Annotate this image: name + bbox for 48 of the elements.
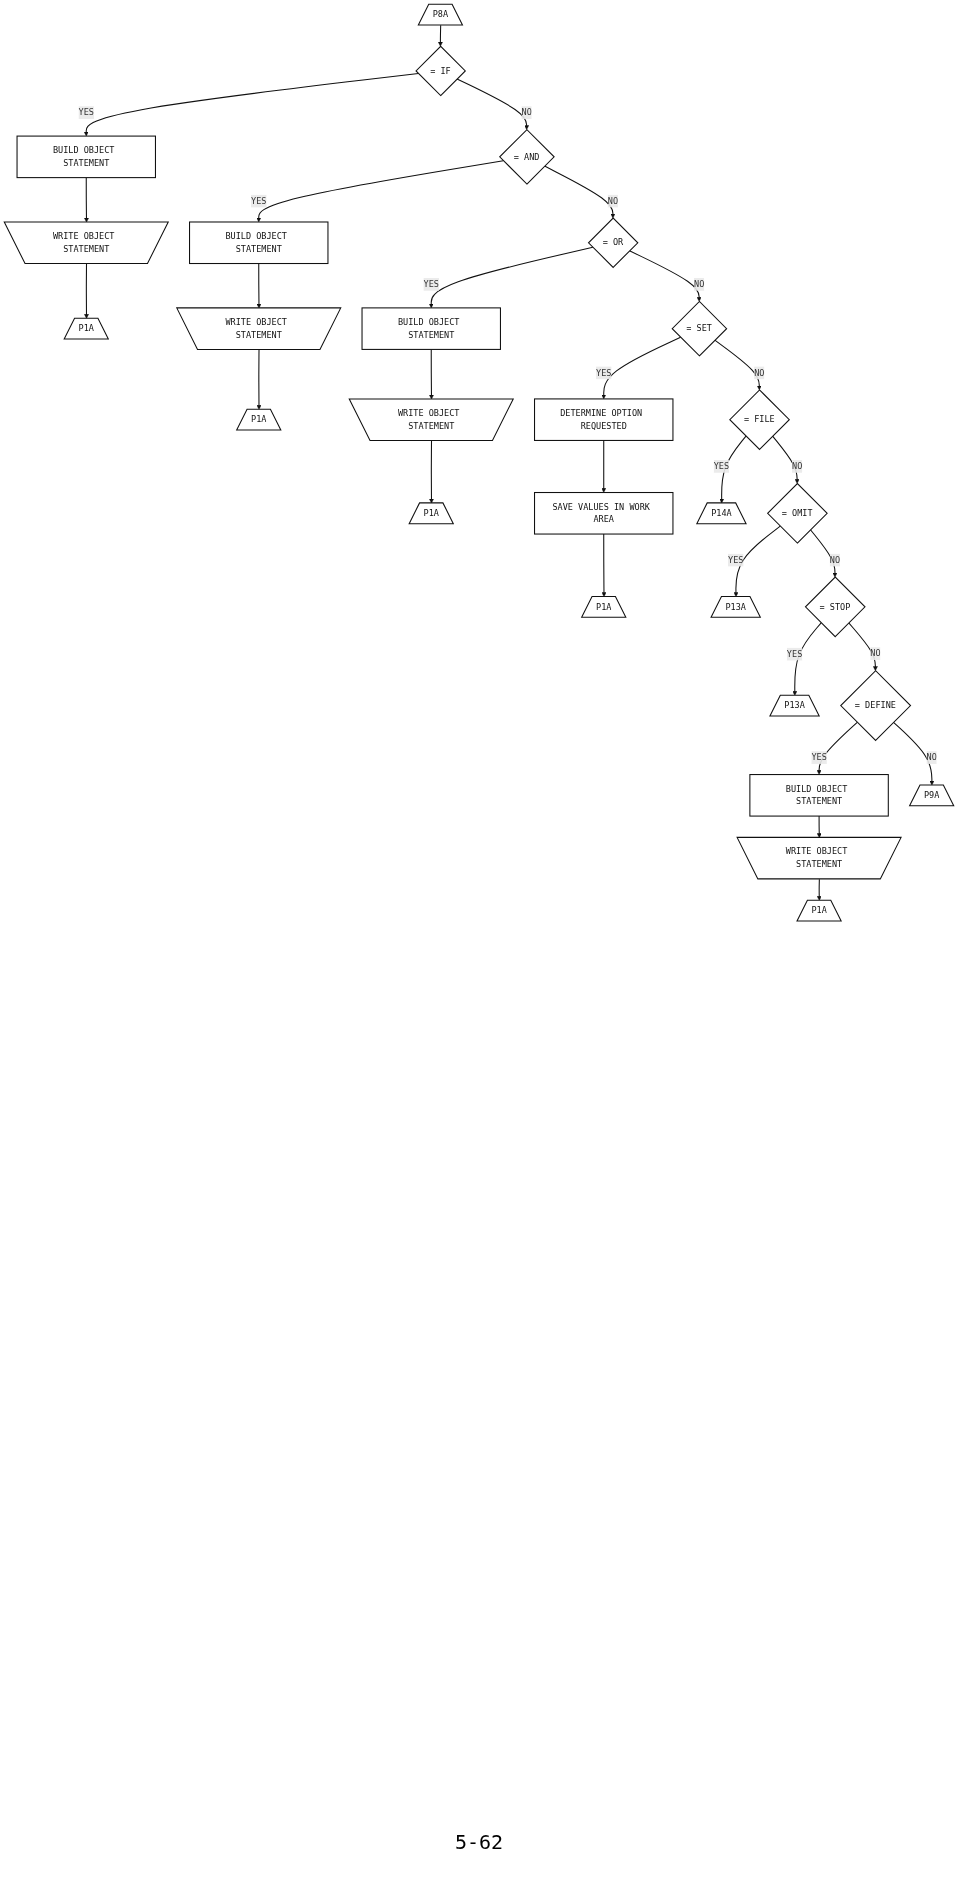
arrow — [83, 73, 419, 137]
edge-label: YES — [596, 367, 612, 378]
edge-label: YES — [78, 107, 94, 118]
node-diamond: = AND — [498, 128, 555, 185]
edge-label: NO — [829, 554, 841, 565]
arrow — [816, 815, 822, 838]
arrow — [256, 349, 262, 410]
page-number: 5-62 — [453, 1830, 505, 1854]
arrow — [816, 878, 822, 901]
edge-label: NO — [521, 107, 532, 118]
arrow — [256, 160, 504, 223]
arrow — [601, 336, 682, 400]
node-box: BUILD OBJECT STATEMENT — [361, 307, 501, 350]
node-diamond: = OMIT — [766, 482, 828, 544]
node-diamond: = STOP — [804, 576, 866, 638]
arrow — [428, 246, 594, 309]
edge-label: YES — [713, 461, 730, 472]
edge-label: NO — [694, 279, 705, 290]
edge-label: YES — [728, 554, 744, 565]
edge-label: YES — [423, 279, 439, 290]
edge-label: YES — [786, 648, 803, 659]
arrow — [456, 78, 529, 130]
edge-label: NO — [926, 752, 937, 763]
edge-label: NO — [607, 195, 619, 206]
edge-label: NO — [792, 461, 803, 472]
arrow — [848, 622, 878, 671]
arrow — [714, 339, 762, 391]
node-box: BUILD OBJECT STATEMENT — [16, 135, 156, 179]
arrow — [601, 533, 607, 597]
node-box: BUILD OBJECT STATEMENT — [749, 774, 889, 817]
node-box: SAVE VALUES IN WORK AREA — [534, 492, 674, 535]
arrow — [84, 263, 89, 319]
edge-label: YES — [811, 752, 827, 763]
arrow — [629, 250, 702, 302]
node-diamond: = DEFINE — [840, 669, 912, 742]
arrow — [601, 439, 607, 493]
edge-label: NO — [870, 648, 881, 659]
node-box: BUILD OBJECT STATEMENT — [189, 221, 329, 265]
arrow — [544, 165, 616, 219]
edge-label: YES — [251, 195, 267, 206]
node-diamond: = OR — [587, 217, 639, 269]
edge-label: NO — [754, 367, 765, 378]
arrow — [816, 721, 858, 775]
arrow — [733, 525, 781, 597]
node-diamond: = SET — [671, 300, 728, 357]
node-box: DETERMINE OPTION REQUESTED — [534, 398, 674, 441]
node-diamond: = IF — [415, 45, 467, 97]
node-diamond: = FILE — [729, 389, 791, 451]
